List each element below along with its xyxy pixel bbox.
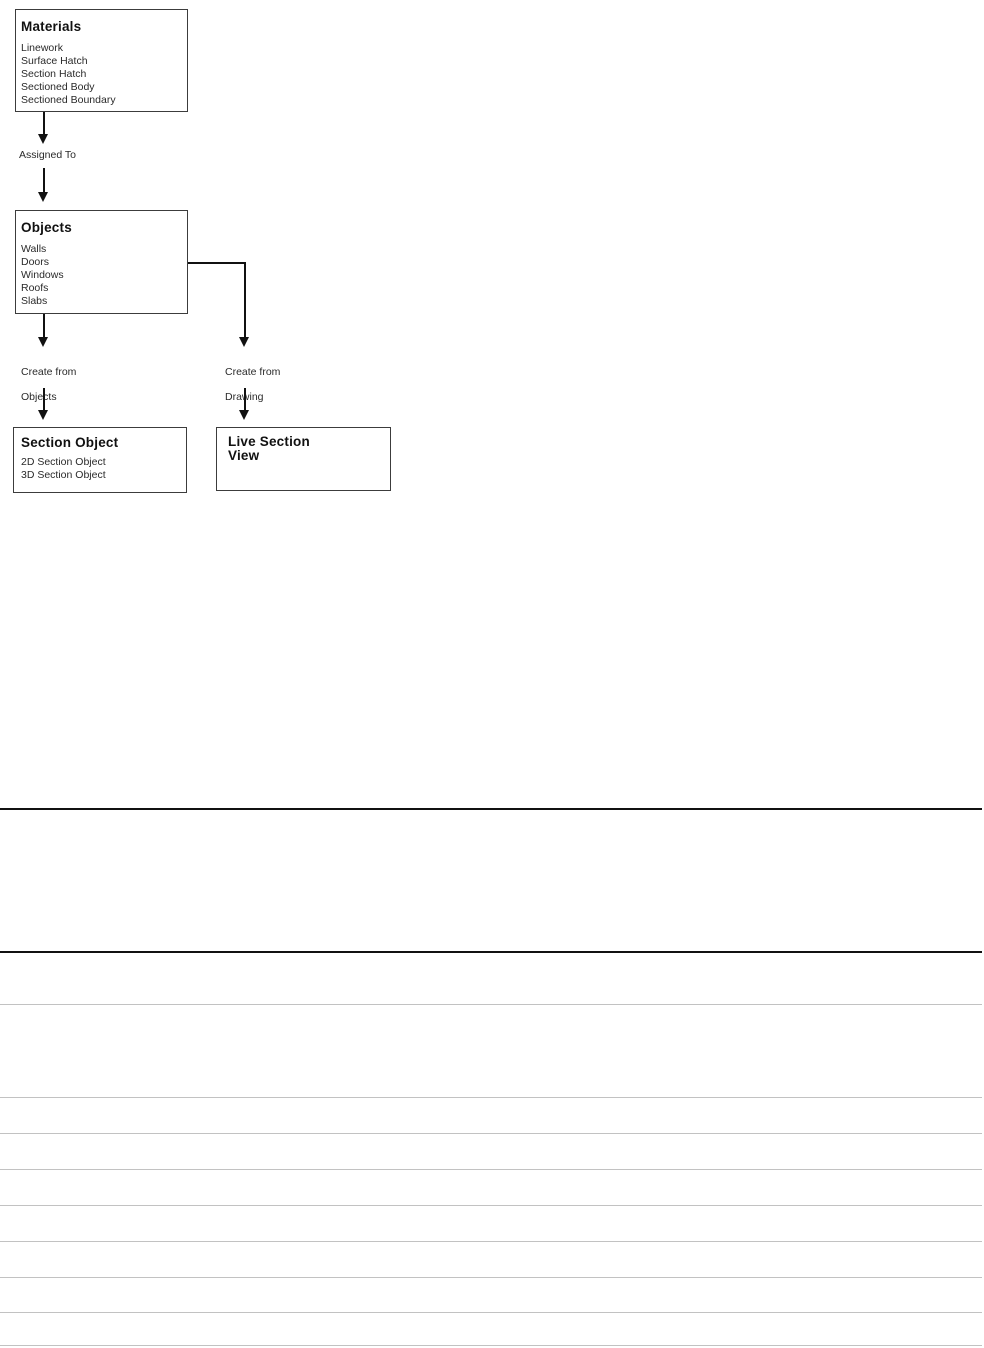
section-object-box-list: 2D Section Object 3D Section Object bbox=[21, 456, 186, 482]
label-line: Create from bbox=[225, 365, 281, 378]
list-item: Surface Hatch bbox=[21, 55, 88, 67]
table-row-divider bbox=[0, 1004, 982, 1005]
materials-box-list: Linework Surface Hatch Section Hatch Sec… bbox=[21, 42, 187, 107]
arrow-head-icon bbox=[38, 192, 48, 202]
connector-line bbox=[244, 262, 246, 337]
create-from-drawing-label: Create from Drawing bbox=[225, 353, 280, 416]
table-rules bbox=[0, 800, 984, 1348]
label-line: Create from bbox=[21, 365, 77, 378]
table-row-divider bbox=[0, 1241, 982, 1242]
table-row-divider bbox=[0, 1312, 982, 1313]
table-row-divider bbox=[0, 1277, 982, 1278]
arrow-down bbox=[43, 388, 45, 410]
list-item: Windows bbox=[21, 269, 64, 281]
list-item: Doors bbox=[21, 256, 50, 268]
arrow-head-icon bbox=[239, 410, 249, 420]
create-from-objects-label: Create from Objects bbox=[21, 353, 76, 416]
heading-rule-top bbox=[0, 808, 982, 810]
arrow-head-icon bbox=[38, 337, 48, 347]
objects-box-list: Walls Doors Windows Roofs Slabs bbox=[21, 243, 187, 308]
title-line: Live Section bbox=[228, 434, 310, 449]
list-item: 3D Section Object bbox=[21, 469, 106, 481]
label-line: Drawing bbox=[225, 391, 280, 404]
label-line: Objects bbox=[21, 390, 57, 403]
heading-rule-bottom bbox=[0, 951, 982, 953]
table-row-divider bbox=[0, 1133, 982, 1134]
flowchart: Materials Linework Surface Hatch Section… bbox=[0, 0, 984, 500]
table-row-divider bbox=[0, 1345, 982, 1346]
table-row-divider bbox=[0, 1169, 982, 1170]
arrow-down bbox=[244, 388, 246, 410]
objects-box: Objects Walls Doors Windows Roofs Slabs bbox=[15, 210, 188, 314]
arrow-down bbox=[43, 112, 45, 134]
connector-line bbox=[188, 262, 245, 264]
assigned-to-label: Assigned To bbox=[19, 149, 77, 161]
list-item: 2D Section Object bbox=[21, 456, 106, 468]
live-section-view-box-title: Live Section View bbox=[228, 435, 390, 462]
table-row-divider bbox=[0, 1097, 982, 1098]
table-row-divider bbox=[0, 1205, 982, 1206]
arrow-head-icon bbox=[38, 410, 48, 420]
objects-box-title: Objects bbox=[21, 220, 72, 235]
arrow-head-icon bbox=[239, 337, 249, 347]
arrow-down bbox=[43, 168, 45, 192]
live-section-view-box: Live Section View bbox=[216, 427, 391, 491]
arrow-head-icon bbox=[38, 134, 48, 144]
list-item: Slabs bbox=[21, 295, 48, 307]
title-line: View bbox=[228, 447, 260, 463]
materials-box: Materials Linework Surface Hatch Section… bbox=[15, 9, 188, 112]
list-item: Sectioned Body bbox=[21, 81, 95, 93]
section-object-box: Section Object 2D Section Object 3D Sect… bbox=[13, 427, 187, 493]
list-item: Section Hatch bbox=[21, 68, 87, 80]
arrow-down bbox=[43, 314, 45, 337]
materials-box-title: Materials bbox=[21, 19, 82, 34]
list-item: Linework bbox=[21, 42, 64, 54]
section-object-box-title: Section Object bbox=[21, 435, 119, 450]
list-item: Sectioned Boundary bbox=[21, 94, 116, 106]
list-item: Walls bbox=[21, 243, 47, 255]
list-item: Roofs bbox=[21, 282, 49, 294]
